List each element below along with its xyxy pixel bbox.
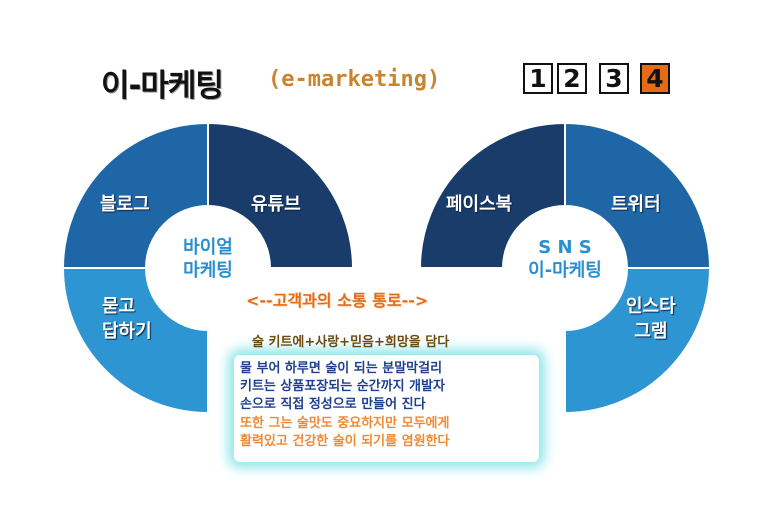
left-ring-segment-blog [61,121,209,269]
page-1-button[interactable]: 1 [523,63,553,94]
right-ring-segment-facebook [418,121,566,269]
segment-label-twitter: 트위터 [611,194,661,215]
text-panel-line-1: 물 부어 하루면 술이 되는 분말막걸리 [240,361,443,376]
segment-label-qna: 묻고 답하기 [102,296,152,342]
page-title: 이-마케팅 [101,68,224,104]
left-center-label: 바이얼 마케팅 [168,236,248,282]
page-subtitle: (e-marketing) [268,67,441,92]
right-ring-segment-twitter [564,121,712,269]
segment-label-blog: 블로그 [100,194,150,215]
text-panel [234,355,539,462]
text-panel-line-2: 키트는 상품포장되는 순간까지 개발자 [240,379,445,394]
segment-label-facebook: 페이스북 [446,194,513,215]
right-center-line-2: 이-마케팅 [528,260,602,281]
left-center-line-1: 바이얼 [183,237,233,258]
page-2-button[interactable]: 2 [557,63,587,94]
segment-label-instagram: 인스타 그램 [626,296,676,342]
segment-label-youtube: 유튜브 [251,194,301,215]
left-ring-segment-qna [61,267,209,415]
text-panel-headline: 술 키트에+사랑+믿음+희망을 담다 [252,335,450,350]
left-center-line-2: 마케팅 [183,260,233,281]
left-ring-segment-youtube [207,121,355,269]
channel-label: <--고객과의 소통 통로--> [246,291,429,310]
right-center-label: S N S 이-마케팅 [511,236,619,282]
page-3-button[interactable]: 3 [599,63,629,94]
page-4-button-active[interactable]: 4 [640,63,670,94]
text-panel-line-5: 활력있고 건강한 술이 되기를 염원한다 [240,434,450,449]
text-panel-line-3: 손으로 직접 정성으로 만들어 진다 [240,397,426,412]
right-center-line-1: S N S [538,237,592,258]
text-panel-line-4: 또한 그는 술맛도 중요하지만 모두에게 [240,416,450,431]
right-ring-segment-instagram [564,267,712,415]
